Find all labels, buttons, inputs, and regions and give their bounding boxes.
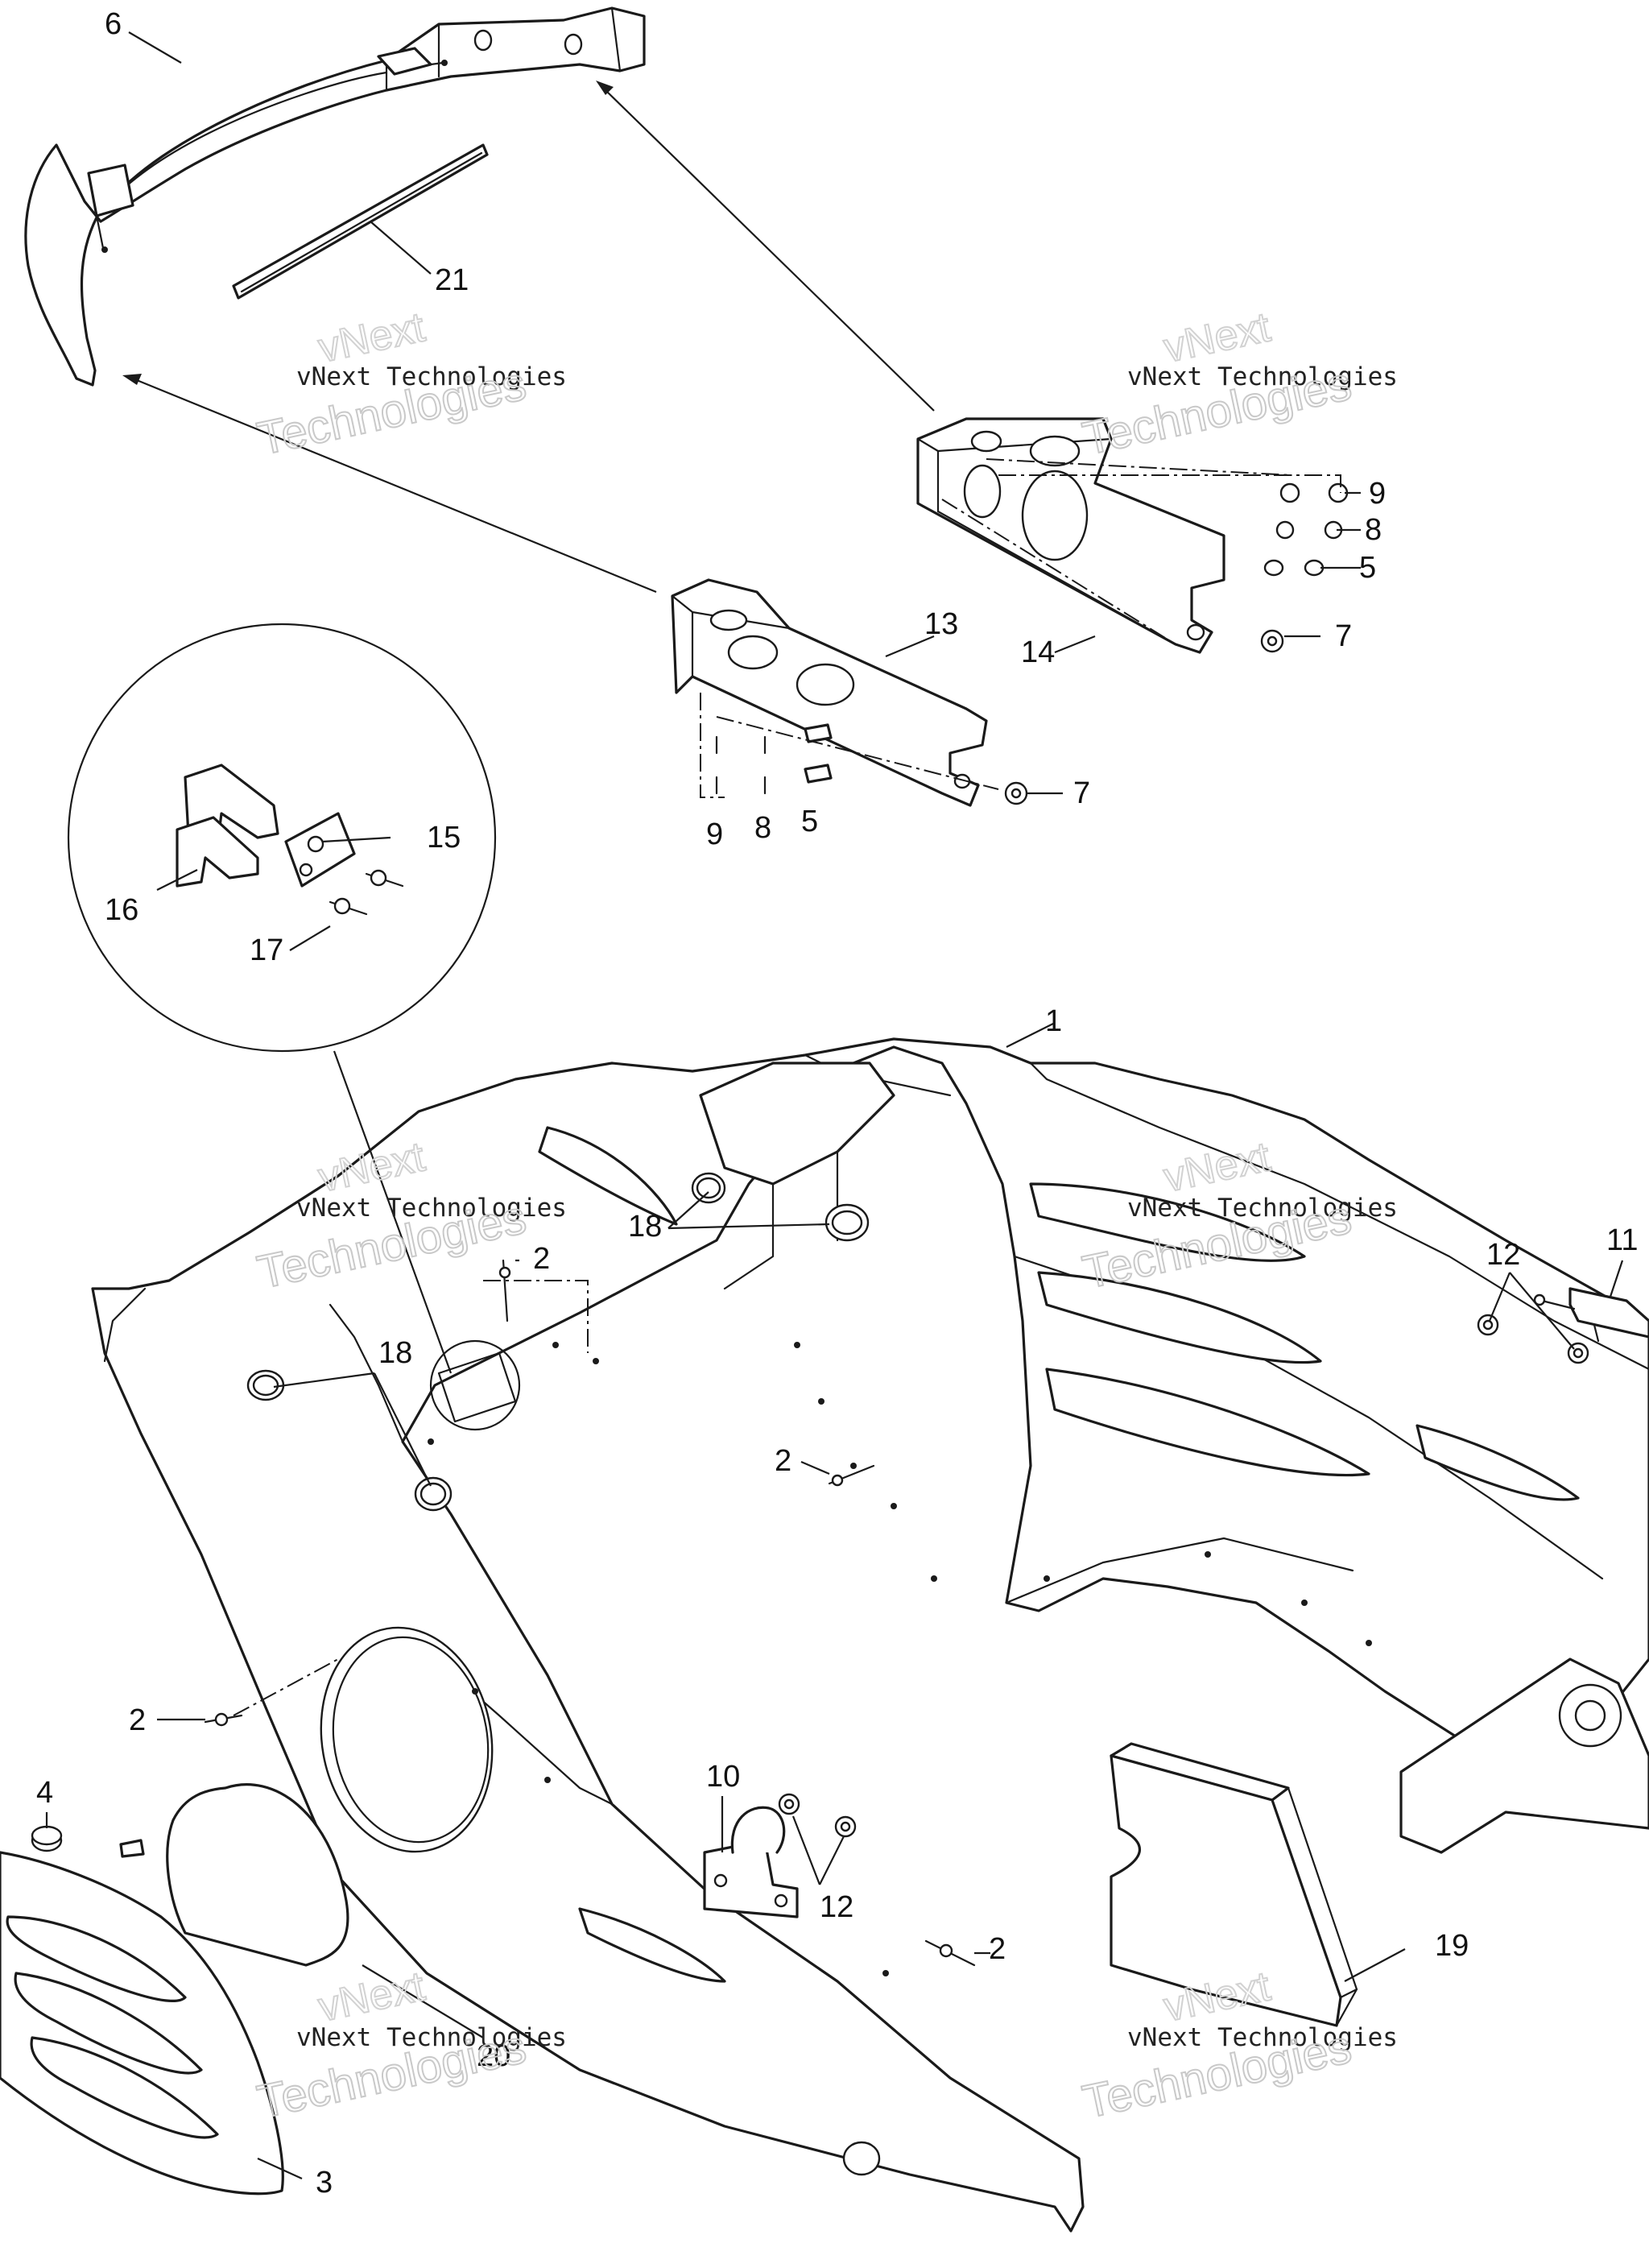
- callout-4: 4: [36, 1776, 53, 1810]
- callout-7: 7: [1335, 619, 1352, 653]
- part-14-bracket: [916, 417, 1225, 654]
- part-3-panel: [0, 1839, 284, 2196]
- watermark-text: vNext Technologies: [1127, 1194, 1398, 1223]
- callout-5: 5: [801, 805, 818, 838]
- callout-2: 2: [775, 1444, 791, 1478]
- callout-9: 9: [1369, 477, 1386, 511]
- watermark-top-right: vNext vNext Technologies Technologies: [1077, 303, 1398, 466]
- watermark-bottom-right: vNext vNext Technologies Technologies: [1077, 1962, 1398, 2129]
- fasteners-left: [715, 723, 1028, 805]
- assembly-lines: [122, 81, 1341, 1716]
- callout-17: 17: [250, 933, 283, 967]
- callout-14: 14: [1021, 635, 1055, 669]
- callout-2: 2: [129, 1703, 146, 1737]
- callout-3: 3: [316, 2166, 333, 2200]
- callout-2: 2: [533, 1242, 550, 1276]
- leader-lines: [45, 31, 1624, 2180]
- callout-12: 12: [1486, 1238, 1520, 1272]
- part-1-body: [91, 1037, 1649, 2233]
- watermark-text: vNext Technologies: [1127, 362, 1398, 391]
- watermark-top-left: vNext vNext Technologies Technologies: [252, 303, 567, 466]
- watermark-text: vNext Technologies: [296, 362, 567, 391]
- callout-6: 6: [105, 7, 122, 41]
- part-12-nuts-bottom: [778, 1793, 857, 1838]
- part-13-bracket: [671, 578, 988, 807]
- callout-12: 12: [820, 1890, 853, 1924]
- callout-21: 21: [435, 263, 469, 297]
- watermark-text: vNext Technologies: [296, 2023, 567, 2052]
- callout-labels: 6 21 9 8 5 7 14 13 7 9 8 5 15 16 17 1 18…: [36, 7, 1638, 2200]
- part-12-nuts-right: [1477, 1314, 1589, 1364]
- part-20-cover: [166, 1783, 349, 1967]
- callout-16: 16: [105, 893, 138, 927]
- part-11-bracket: [1533, 1287, 1649, 1343]
- callout-8: 8: [1365, 513, 1382, 547]
- callout-1: 1: [1045, 1004, 1062, 1038]
- callout-18: 18: [628, 1210, 662, 1244]
- watermark-text: vNext: [314, 1963, 429, 2030]
- callout-20: 20: [477, 2039, 510, 2073]
- part-19-pad: [1110, 1742, 1358, 2027]
- watermark-text: vNext Technologies: [1127, 2023, 1398, 2052]
- callout-8: 8: [754, 811, 771, 845]
- rivets-2: [204, 1259, 976, 1967]
- part-6-bumper: [24, 6, 646, 387]
- callout-15: 15: [427, 821, 461, 855]
- callout-19: 19: [1435, 1929, 1469, 1963]
- callout-9: 9: [706, 817, 723, 851]
- callout-10: 10: [706, 1760, 740, 1794]
- part-4-grommet: [31, 1825, 63, 1852]
- callout-5: 5: [1359, 551, 1376, 585]
- grommets-18: [252, 1177, 863, 1506]
- callout-18: 18: [378, 1336, 412, 1370]
- watermark-text: vNext Technologies: [296, 1194, 567, 1223]
- part-10-clip: [703, 1806, 799, 1918]
- detail-circle: [67, 623, 521, 1431]
- callout-13: 13: [924, 607, 958, 641]
- callout-11: 11: [1606, 1223, 1638, 1257]
- part-21-strip: [232, 143, 489, 300]
- callout-7: 7: [1073, 776, 1090, 810]
- callout-2: 2: [989, 1932, 1006, 1966]
